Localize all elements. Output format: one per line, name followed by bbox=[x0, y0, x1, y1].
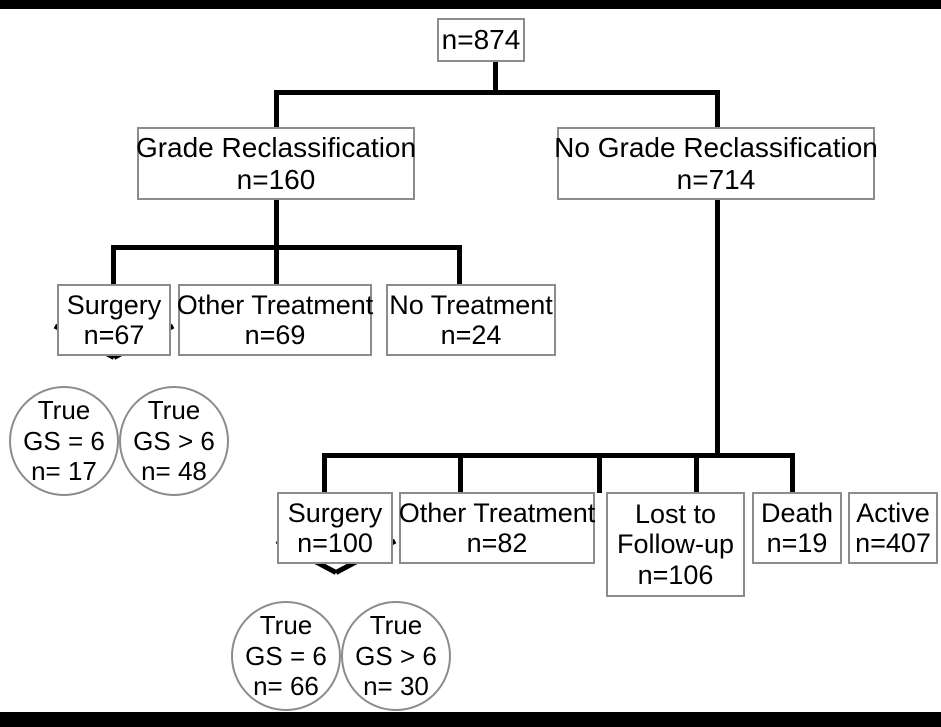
connector-grade-recl-to-surgery bbox=[111, 245, 116, 285]
node-ngr-active-count: n=407 bbox=[855, 528, 931, 558]
node-gr-no-treatment[interactable]: No Treatment n=24 bbox=[386, 284, 556, 356]
connector-no-grade-recl-to-death bbox=[694, 453, 699, 493]
node-gr-other-treatment-label: Other Treatment bbox=[176, 289, 374, 320]
node-ngr-other-treatment-label: Other Treatment bbox=[398, 497, 596, 528]
node-gr-outcome-true-gs-gt6[interactable]: True GS > 6 n= 48 bbox=[119, 386, 229, 496]
node-gr-no-treatment-label: No Treatment bbox=[389, 289, 553, 320]
node-gr-outcome-true-gs-gt6-line1: True bbox=[147, 394, 201, 425]
node-ngr-outcome-true-gs-eq6-line3: n= 66 bbox=[253, 671, 319, 702]
node-gr-other-treatment[interactable]: Other Treatment n=69 bbox=[176, 284, 374, 356]
node-ngr-outcome-true-gs-eq6-line2: GS = 6 bbox=[245, 640, 327, 671]
node-ngr-lost-to-followup-count: n=106 bbox=[637, 559, 714, 590]
node-gr-outcome-true-gs-eq6-line3: n= 17 bbox=[31, 456, 97, 487]
top-black-band bbox=[0, 0, 941, 9]
node-gr-outcome-true-gs-eq6[interactable]: True GS = 6 n= 17 bbox=[9, 386, 119, 496]
node-ngr-surgery[interactable]: Surgery n=100 bbox=[277, 492, 393, 564]
connector-root-bar bbox=[274, 90, 720, 95]
node-ngr-surgery-label: Surgery bbox=[287, 497, 383, 528]
connector-grade-recl-stem bbox=[274, 199, 279, 247]
connector-no-grade-recl-bar bbox=[322, 453, 795, 458]
node-root-total[interactable]: n=874 bbox=[437, 18, 525, 62]
node-gr-outcome-true-gs-gt6-line3: n= 48 bbox=[141, 456, 207, 487]
node-ngr-other-treatment[interactable]: Other Treatment n=82 bbox=[399, 492, 595, 564]
node-root-count: n=874 bbox=[441, 24, 521, 56]
node-ngr-lost-to-followup[interactable]: Lost to Follow-up n=106 bbox=[606, 492, 745, 597]
connector-no-grade-recl-to-surgery bbox=[322, 453, 327, 493]
node-ngr-lost-to-followup-label-line1: Lost to bbox=[634, 498, 717, 529]
bottom-black-band bbox=[0, 712, 941, 727]
node-ngr-surgery-count: n=100 bbox=[297, 528, 373, 558]
node-grade-reclassification-count: n=160 bbox=[236, 163, 316, 195]
node-gr-surgery-label: Surgery bbox=[66, 289, 162, 320]
node-no-grade-reclassification-count: n=714 bbox=[676, 163, 756, 195]
node-ngr-active-label: Active bbox=[856, 497, 930, 528]
connector-no-grade-recl-to-active bbox=[790, 453, 795, 493]
node-gr-surgery[interactable]: Surgery n=67 bbox=[57, 284, 171, 356]
node-ngr-other-treatment-count: n=82 bbox=[466, 528, 528, 558]
node-ngr-outcome-true-gs-gt6[interactable]: True GS > 6 n= 30 bbox=[341, 601, 451, 711]
node-gr-outcome-true-gs-eq6-line2: GS = 6 bbox=[23, 425, 105, 456]
node-no-grade-reclassification-label: No Grade Reclassification bbox=[554, 131, 878, 163]
node-gr-other-treatment-count: n=69 bbox=[244, 320, 306, 350]
connector-grade-recl-to-no-treatment bbox=[457, 245, 462, 285]
node-ngr-outcome-true-gs-eq6-line1: True bbox=[259, 609, 313, 640]
node-gr-no-treatment-count: n=24 bbox=[440, 320, 502, 350]
node-gr-outcome-true-gs-eq6-line1: True bbox=[37, 394, 91, 425]
node-ngr-death[interactable]: Death n=19 bbox=[752, 492, 842, 564]
node-gr-surgery-count: n=67 bbox=[83, 320, 145, 350]
node-ngr-outcome-true-gs-gt6-line1: True bbox=[369, 609, 423, 640]
connector-root-stem bbox=[493, 60, 498, 93]
connector-grade-recl-bar bbox=[111, 245, 462, 250]
connector-root-to-no-grade-recl bbox=[715, 90, 720, 127]
node-no-grade-reclassification[interactable]: No Grade Reclassification n=714 bbox=[554, 127, 878, 200]
node-ngr-outcome-true-gs-gt6-line2: GS > 6 bbox=[355, 640, 437, 671]
node-ngr-outcome-true-gs-eq6[interactable]: True GS = 6 n= 66 bbox=[231, 601, 341, 711]
node-ngr-lost-to-followup-label-line2: Follow-up bbox=[616, 529, 735, 560]
node-gr-outcome-true-gs-gt6-line2: GS > 6 bbox=[133, 425, 215, 456]
node-ngr-death-label: Death bbox=[760, 497, 834, 528]
node-ngr-outcome-true-gs-gt6-line3: n= 30 bbox=[363, 671, 429, 702]
node-grade-reclassification[interactable]: Grade Reclassification n=160 bbox=[135, 127, 417, 200]
connector-root-to-grade-recl bbox=[274, 90, 279, 127]
node-ngr-active[interactable]: Active n=407 bbox=[848, 492, 938, 564]
connector-no-grade-recl-to-lost-to-followup bbox=[597, 453, 602, 493]
node-ngr-death-count: n=19 bbox=[766, 528, 828, 558]
connector-no-grade-recl-to-other-treatment bbox=[458, 453, 463, 493]
connector-grade-recl-to-other-treatment bbox=[274, 245, 279, 285]
node-grade-reclassification-label: Grade Reclassification bbox=[135, 131, 417, 163]
connector-no-grade-recl-stem bbox=[715, 199, 720, 457]
